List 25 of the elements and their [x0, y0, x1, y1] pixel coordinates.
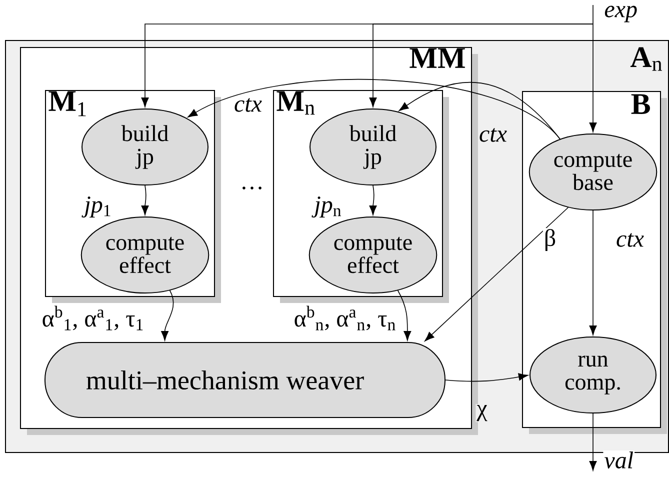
arrow	[424, 207, 569, 342]
arrow	[589, 413, 597, 471]
arrow	[397, 290, 412, 341]
edge-label: α$^{b}$$_{1}$, α$^{a}$$_{1}$, τ$_{1}$	[40, 304, 146, 332]
arrow	[589, 4, 597, 132]
edge-label: α$^{b}$$_{n}$, α$^{a}$$_{n}$, τ$_{n}$	[292, 304, 398, 332]
arrow	[141, 185, 149, 216]
arrow	[369, 24, 594, 108]
process-box: multi–mechanism weaver	[44, 342, 446, 418]
edge-label: exp	[603, 4, 639, 24]
ellipsis-label: …	[242, 186, 262, 190]
edge-label: ctx	[615, 232, 645, 248]
edge-label: ctx	[478, 127, 508, 143]
edge-label: β	[542, 228, 558, 252]
arrow	[188, 79, 560, 140]
arrow	[369, 185, 377, 216]
arrow	[589, 210, 597, 336]
edge-label: jp$_{1}$	[82, 196, 113, 218]
edge-label: jp$_{n}$	[312, 196, 343, 218]
edge-label: ctx	[233, 97, 263, 113]
arrow	[445, 373, 528, 382]
edge-label: val	[603, 450, 635, 470]
arrow	[161, 290, 174, 341]
edge-label: χ	[476, 404, 488, 422]
arrow	[398, 82, 560, 140]
